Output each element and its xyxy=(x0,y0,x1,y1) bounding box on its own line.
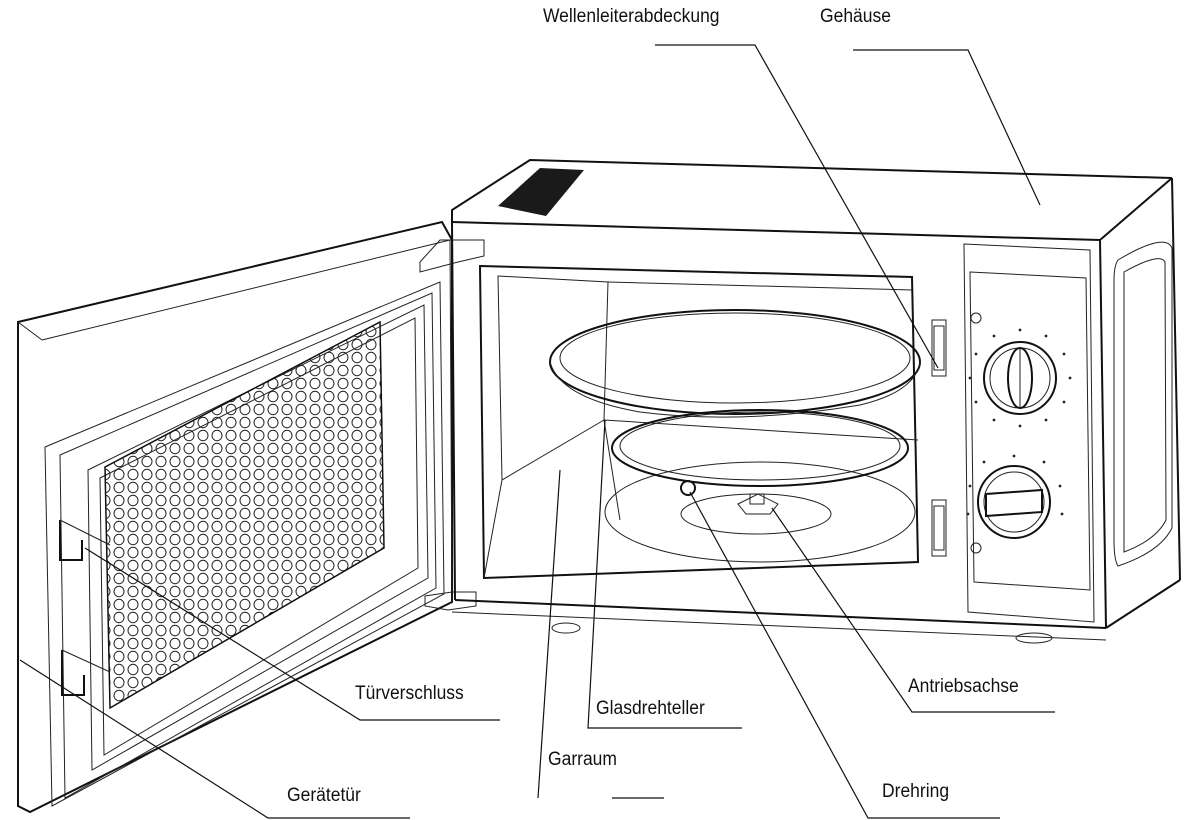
leader-geraetetuer xyxy=(19,659,410,819)
door-latch-lower xyxy=(61,650,85,696)
drive-shaft-coupler xyxy=(737,493,779,515)
leader-garraum xyxy=(537,469,561,799)
leader-lines xyxy=(19,44,1055,819)
interlock-switch xyxy=(931,499,947,557)
hinge-bottom xyxy=(424,591,477,611)
power-knob[interactable] xyxy=(977,465,1051,539)
leader-tuerverschluss xyxy=(84,547,500,721)
microwave-body xyxy=(451,158,1181,644)
label-tuerverschluss: Türverschluss xyxy=(355,683,464,704)
label-antriebsachse: Antriebsachse xyxy=(908,676,1019,697)
vent-grille xyxy=(498,168,584,216)
glass-turntable xyxy=(549,309,921,418)
side-panel-recess xyxy=(1113,241,1173,567)
timer-knob[interactable] xyxy=(983,341,1057,415)
dial-ticks xyxy=(966,328,1072,516)
leader-wellenleiterabdeckung xyxy=(655,44,939,369)
door-latch-upper xyxy=(59,520,83,561)
door xyxy=(17,220,453,814)
label-drehring: Drehring xyxy=(882,781,950,802)
leader-antriebsachse xyxy=(771,507,1055,713)
leader-gehaeuse xyxy=(853,49,1041,206)
hinge-top xyxy=(419,239,485,273)
label-wellenleiterabdeckung: Wellenleiterabdeckung xyxy=(543,6,720,27)
roller-ring xyxy=(611,409,909,496)
feet-front-left xyxy=(551,622,581,634)
label-glasdrehteller: Glasdrehteller xyxy=(596,698,705,719)
door-mesh-panel xyxy=(104,320,385,710)
leader-glasdrehteller xyxy=(587,419,742,729)
feet-front-right xyxy=(1015,632,1053,644)
leader-drehring xyxy=(689,491,1000,819)
waveguide-cover xyxy=(931,319,947,377)
cavity xyxy=(478,264,920,580)
label-garraum: Garraum xyxy=(548,749,617,770)
label-geraetetuer: Gerätetür xyxy=(287,785,361,806)
control-panel xyxy=(963,243,1095,623)
label-gehaeuse: Gehäuse xyxy=(820,6,891,27)
